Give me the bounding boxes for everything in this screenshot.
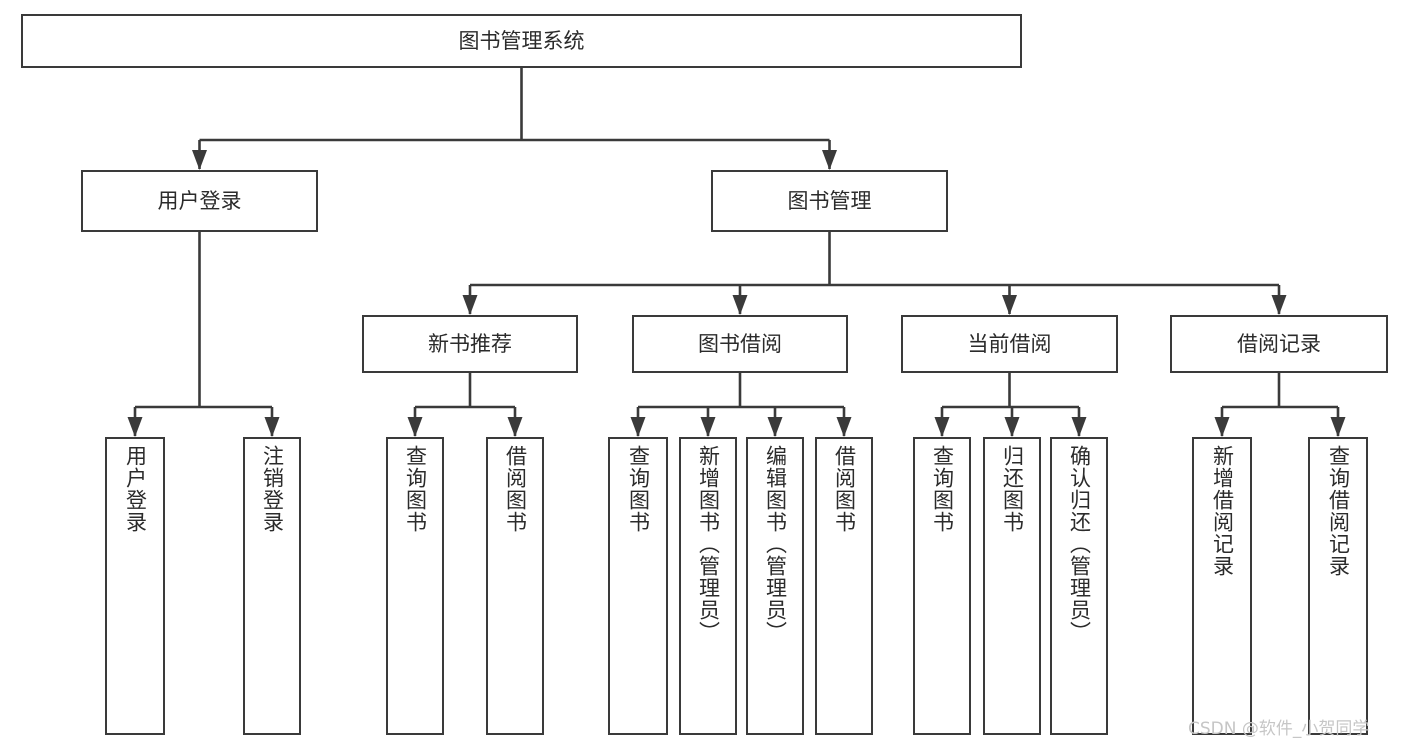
node-label-leaf9: 查询图书 [930, 445, 955, 533]
node-leaf12[interactable]: 新增借阅记录 [1192, 437, 1252, 735]
node-label-bookmgmt: 图书管理 [787, 188, 872, 213]
node-borrow[interactable]: 图书借阅 [632, 315, 848, 373]
node-label-leaf10: 归还图书 [1000, 445, 1025, 533]
node-label-leaf2: 注销登录 [260, 445, 285, 533]
csdn-watermark: CSDN @软件_小贺同学 [1188, 719, 1370, 739]
arrowhead-current-1 [1004, 417, 1020, 437]
node-login[interactable]: 用户登录 [81, 170, 318, 232]
arrowhead-root-0 [192, 150, 207, 170]
node-label-root: 图书管理系统 [458, 28, 585, 53]
node-current[interactable]: 当前借阅 [901, 315, 1118, 373]
arrowhead-bookmgmt-2 [1002, 295, 1017, 315]
arrowhead-newbook-1 [507, 417, 523, 437]
node-label-leaf6: 新增图书（管理员） [696, 445, 721, 643]
node-leaf2[interactable]: 注销登录 [243, 437, 301, 735]
arrowhead-borrow-0 [630, 417, 646, 437]
arrowhead-records-0 [1214, 417, 1230, 437]
node-label-leaf4: 借阅图书 [503, 445, 528, 533]
arrowhead-records-1 [1330, 417, 1346, 437]
node-leaf10[interactable]: 归还图书 [983, 437, 1041, 735]
arrowhead-current-0 [934, 417, 950, 437]
node-leaf9[interactable]: 查询图书 [913, 437, 971, 735]
node-label-leaf7: 编辑图书（管理员） [763, 445, 788, 643]
arrowhead-root-1 [822, 150, 837, 170]
node-root[interactable]: 图书管理系统 [21, 14, 1022, 68]
arrowhead-borrow-2 [767, 417, 783, 437]
node-label-current: 当前借阅 [967, 331, 1052, 356]
node-label-newbook: 新书推荐 [428, 331, 512, 356]
node-label-leaf8: 借阅图书 [832, 445, 857, 533]
node-label-leaf13: 查询借阅记录 [1326, 445, 1351, 577]
arrowhead-login-0 [127, 417, 143, 437]
arrowhead-current-2 [1071, 417, 1087, 437]
node-label-borrow: 图书借阅 [698, 331, 782, 356]
node-newbook[interactable]: 新书推荐 [362, 315, 578, 373]
arrowhead-login-1 [264, 417, 280, 437]
arrowhead-borrow-3 [836, 417, 852, 437]
arrowhead-bookmgmt-1 [732, 295, 748, 315]
node-leaf11[interactable]: 确认归还（管理员） [1050, 437, 1108, 735]
node-leaf6[interactable]: 新增图书（管理员） [679, 437, 737, 735]
node-leaf5[interactable]: 查询图书 [608, 437, 668, 735]
node-label-leaf1: 用户登录 [123, 445, 148, 533]
node-label-leaf12: 新增借阅记录 [1210, 445, 1235, 577]
arrowhead-borrow-1 [700, 417, 716, 437]
node-label-login: 用户登录 [157, 188, 242, 213]
arrowhead-newbook-0 [407, 417, 423, 437]
node-records[interactable]: 借阅记录 [1170, 315, 1388, 373]
node-leaf8[interactable]: 借阅图书 [815, 437, 873, 735]
node-leaf13[interactable]: 查询借阅记录 [1308, 437, 1368, 735]
arrowhead-bookmgmt-3 [1271, 295, 1287, 315]
node-leaf3[interactable]: 查询图书 [386, 437, 444, 735]
node-leaf1[interactable]: 用户登录 [105, 437, 165, 735]
node-leaf4[interactable]: 借阅图书 [486, 437, 544, 735]
node-label-leaf5: 查询图书 [626, 445, 651, 533]
node-label-leaf3: 查询图书 [403, 445, 428, 533]
node-label-records: 借阅记录 [1237, 331, 1321, 356]
node-label-leaf11: 确认归还（管理员） [1067, 445, 1092, 643]
node-bookmgmt[interactable]: 图书管理 [711, 170, 948, 232]
node-leaf7[interactable]: 编辑图书（管理员） [746, 437, 804, 735]
arrowhead-bookmgmt-0 [462, 295, 478, 315]
